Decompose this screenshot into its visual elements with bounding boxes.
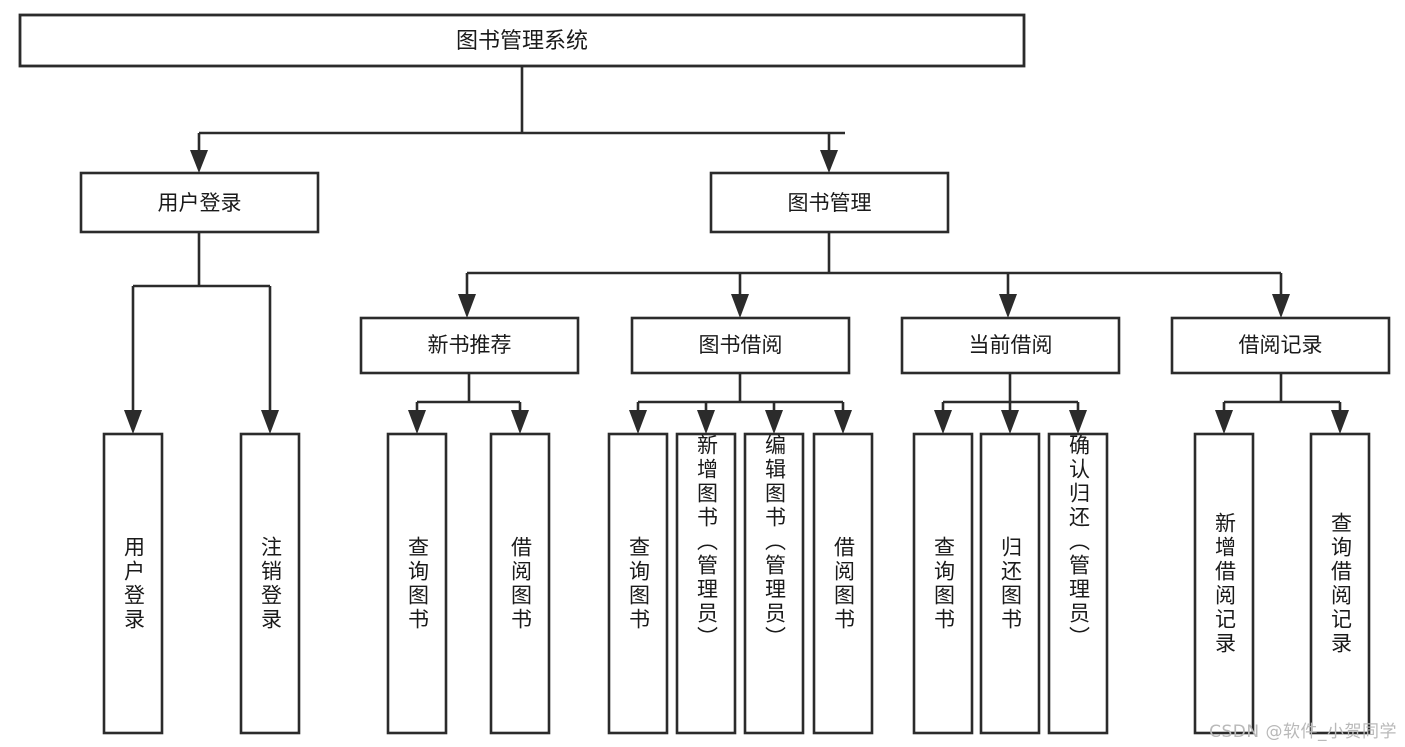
- node-borrow-record-label: 借阅记录: [1239, 333, 1323, 357]
- arrow-leaf-current-borrow-1: [934, 410, 952, 434]
- arrow-leaf-book-borrow-1: [629, 410, 647, 434]
- arrow-to-book-borrow: [731, 294, 749, 318]
- leaf-box-current-borrow-2[interactable]: [979, 432, 1041, 735]
- node-book-manage-label: 图书管理: [788, 191, 872, 215]
- node-new-book-recommend[interactable]: 新书推荐: [359, 316, 580, 375]
- node-book-borrow-box[interactable]: [630, 316, 851, 375]
- node-book-manage-box[interactable]: [709, 171, 950, 234]
- arrow-to-current-borrow: [999, 294, 1017, 318]
- node-borrow-record-box[interactable]: [1170, 316, 1391, 375]
- leaf-box-book-borrow-1[interactable]: [607, 432, 669, 735]
- connector-layer: [124, 66, 1349, 434]
- leaf-box-current-borrow-3[interactable]: [1047, 432, 1109, 735]
- arrow-leaf-new-book-1: [408, 410, 426, 434]
- arrow-leaf-book-borrow-3: [765, 410, 783, 434]
- node-current-borrow-box[interactable]: [900, 316, 1121, 375]
- node-root-label: 图书管理系统: [456, 29, 588, 54]
- arrow-leaf-borrow-record-1: [1215, 410, 1233, 434]
- arrow-leaf-current-borrow-3: [1069, 410, 1087, 434]
- node-borrow-record[interactable]: 借阅记录: [1170, 316, 1391, 375]
- arrow-to-borrow-record: [1272, 294, 1290, 318]
- node-root-box[interactable]: [18, 13, 1026, 68]
- leaf-box-borrow-record-1[interactable]: [1193, 432, 1255, 735]
- arrow-leaf-user-login-2: [261, 410, 279, 434]
- arrow-to-user-login: [190, 150, 208, 173]
- arrow-leaf-new-book-2: [511, 410, 529, 434]
- arrow-leaf-borrow-record-2: [1331, 410, 1349, 434]
- node-user-login[interactable]: 用户登录: [79, 171, 320, 234]
- arrow-leaf-current-borrow-2: [1001, 410, 1019, 434]
- node-new-book-recommend-label: 新书推荐: [428, 333, 512, 357]
- arrow-leaf-book-borrow-4: [834, 410, 852, 434]
- node-current-borrow[interactable]: 当前借阅: [900, 316, 1121, 375]
- leaf-box-book-borrow-2[interactable]: [675, 432, 737, 735]
- leaf-box-current-borrow-1[interactable]: [912, 432, 974, 735]
- arrow-to-new-book: [458, 294, 476, 318]
- leaf-box-new-book-2[interactable]: [489, 432, 551, 735]
- leaf-box-user-login-1[interactable]: [102, 432, 164, 735]
- node-root[interactable]: 图书管理系统: [18, 13, 1026, 68]
- arrow-leaf-book-borrow-2: [697, 410, 715, 434]
- node-book-manage[interactable]: 图书管理: [709, 171, 950, 234]
- leaf-box-user-login-2[interactable]: [239, 432, 301, 735]
- leaf-box-new-book-1[interactable]: [386, 432, 448, 735]
- node-user-login-label: 用户登录: [158, 191, 242, 215]
- watermark-text: CSDN @软件_小贺同学: [1209, 722, 1397, 742]
- arrow-to-book-manage: [820, 150, 838, 173]
- node-new-book-recommend-box[interactable]: [359, 316, 580, 375]
- arrow-leaf-user-login-1: [124, 410, 142, 434]
- leaf-box-book-borrow-3[interactable]: [743, 432, 805, 735]
- node-book-borrow-label: 图书借阅: [699, 333, 783, 357]
- node-user-login-box[interactable]: [79, 171, 320, 234]
- node-book-borrow[interactable]: 图书借阅: [630, 316, 851, 375]
- leaf-box-book-borrow-4[interactable]: [812, 432, 874, 735]
- node-current-borrow-label: 当前借阅: [969, 333, 1053, 357]
- leaf-box-borrow-record-2[interactable]: [1309, 432, 1371, 735]
